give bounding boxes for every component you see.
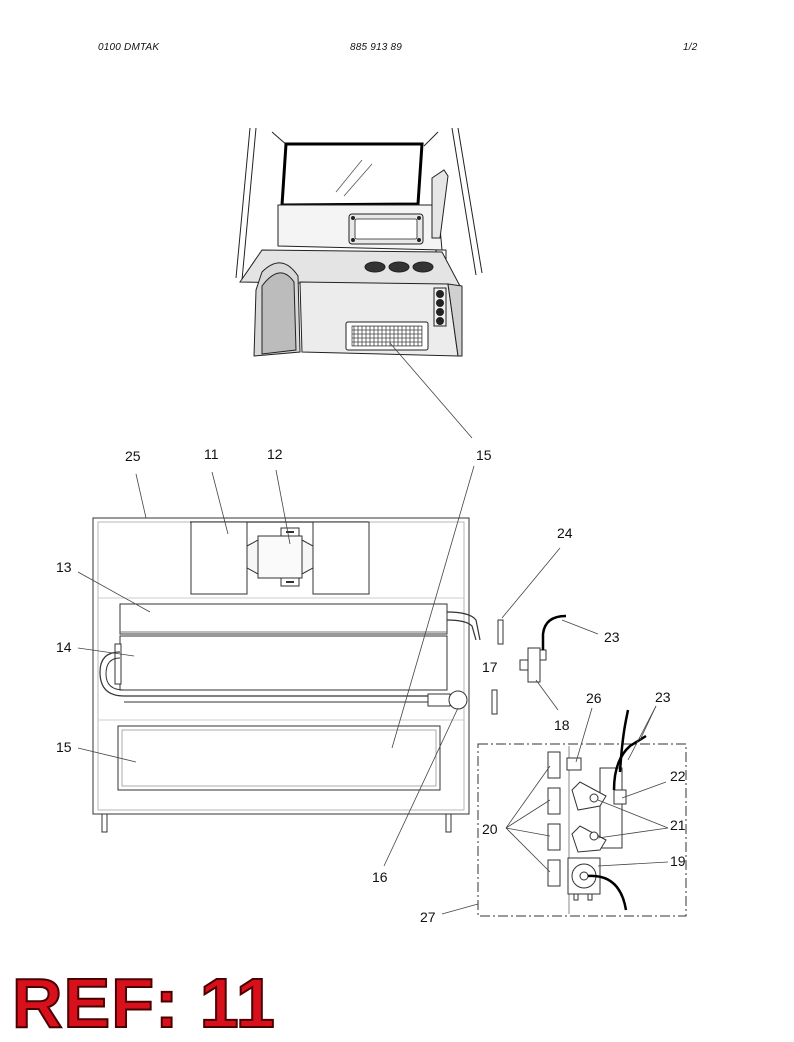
callout-15-top: 15	[476, 447, 492, 463]
callout-13: 13	[56, 559, 72, 575]
callout-27: 27	[420, 909, 436, 925]
callout-25: 25	[125, 448, 141, 464]
control-panel-inset	[477, 709, 687, 917]
callout-22: 22	[670, 768, 686, 784]
loose-parts	[491, 614, 567, 715]
callout-16: 16	[372, 869, 388, 885]
callout-17: 17	[482, 659, 498, 675]
ref-label: REF: 11	[11, 964, 276, 1042]
callout-21: 21	[670, 817, 686, 833]
callout-15-left: 15	[56, 739, 72, 755]
heater-assembly	[92, 517, 481, 833]
header-part-number: 885 913 89	[350, 42, 403, 53]
callout-24: 24	[557, 525, 573, 541]
callout-23-b: 23	[655, 689, 671, 705]
callout-14: 14	[56, 639, 72, 655]
callout-19: 19	[670, 853, 686, 869]
header-model-code: 0100 DMTAK	[98, 42, 160, 53]
callout-20: 20	[482, 821, 498, 837]
callout-labels: 11 12 13 14 15 15 16 17 18 19 20 21 22 2…	[56, 446, 686, 925]
header-page-number: 1/2	[683, 42, 698, 53]
callout-23-a: 23	[604, 629, 620, 645]
callout-11: 11	[204, 446, 219, 462]
leader-lines	[77, 342, 669, 915]
callout-26: 26	[586, 690, 602, 706]
callout-18: 18	[554, 717, 570, 733]
callout-12: 12	[267, 446, 283, 462]
cab-illustration	[235, 127, 483, 357]
